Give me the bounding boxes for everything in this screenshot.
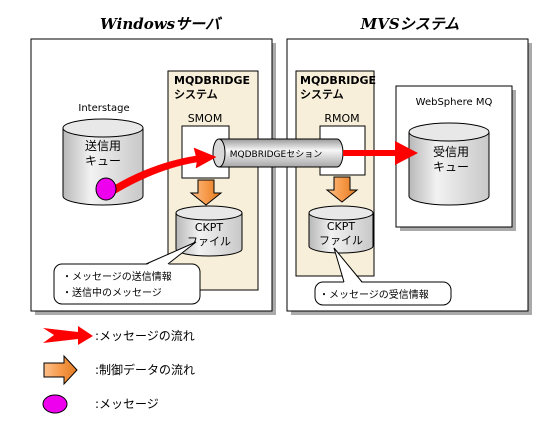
mvs-system-heading: MVSシステム [360,15,460,33]
send-queue-label1: 送信用 [85,138,121,153]
windows-ckpt-label2: ファイル [187,235,231,248]
message-dot [95,177,117,201]
mvs-bridge-subtitle: システム [300,88,344,101]
legend: :メッセージの流れ :制御データの流れ :メッセージ [42,326,195,414]
mvs-control-arrow [325,176,359,203]
mvs-callout: ・メッセージの受信情報 [314,247,452,306]
websphere-mq-label: WebSphere MQ [416,97,493,108]
message-flow-arrow-receive [343,141,418,165]
legend-message-flow-text: :メッセージの流れ [95,329,195,343]
legend-message-text: :メッセージ [95,397,159,411]
mvs-system-panel: MVSシステム MQDBRIDGE システム RMOM CKPT ファイル We… [286,15,532,315]
windows-bridge-subtitle: システム [174,88,218,101]
send-queue-label2: キュー [85,154,121,168]
mvs-ckpt-label1: CKPT [327,220,356,233]
mvs-bridge-system: MQDBRIDGE システム RMOM CKPT ファイル [295,70,376,277]
windows-bridge-system: MQDBRIDGE システム SMOM CKPT ファイル [167,70,259,291]
windows-callout-line1: ・メッセージの送信情報 [62,270,172,283]
windows-bridge-title: MQDBRIDGE [174,74,250,87]
mvs-bridge-title: MQDBRIDGE [300,74,376,87]
windows-control-arrow [189,179,223,206]
mqdbridge-session-tube: MQDBRIDGEセション [212,138,344,168]
interstage-label: Interstage [78,103,129,114]
receive-queue-label2: キュー [433,160,469,174]
mvs-ckpt-cylinder: CKPT ファイル [308,205,374,254]
windows-ckpt-label1: CKPT [195,221,224,234]
receive-queue-label1: 受信用 [433,145,469,159]
smom-label: SMOM [188,112,223,125]
rmom-label: RMOM [324,112,359,125]
websphere-mq-box: WebSphere MQ 受信用 キュー [395,85,516,231]
legend-control-flow-icon [43,354,78,386]
legend-control-flow-text: :制御データの流れ [95,362,195,377]
windows-callout-line2: ・送信中のメッセージ [62,286,162,299]
receive-queue-cylinder: 受信用 キュー [408,122,490,206]
message-flow-arrow-send [111,147,217,194]
mvs-callout-line1: ・メッセージの受信情報 [319,288,429,301]
legend-message-flow-icon [43,326,93,345]
windows-server-heading: Windowsサーバ [100,15,223,33]
mvs-ckpt-label2: ファイル [319,234,363,247]
legend-message-icon [42,394,68,414]
session-label: MQDBRIDGEセション [230,149,322,160]
windows-callout: ・メッセージの送信情報 ・送信中のメッセージ [53,241,201,305]
